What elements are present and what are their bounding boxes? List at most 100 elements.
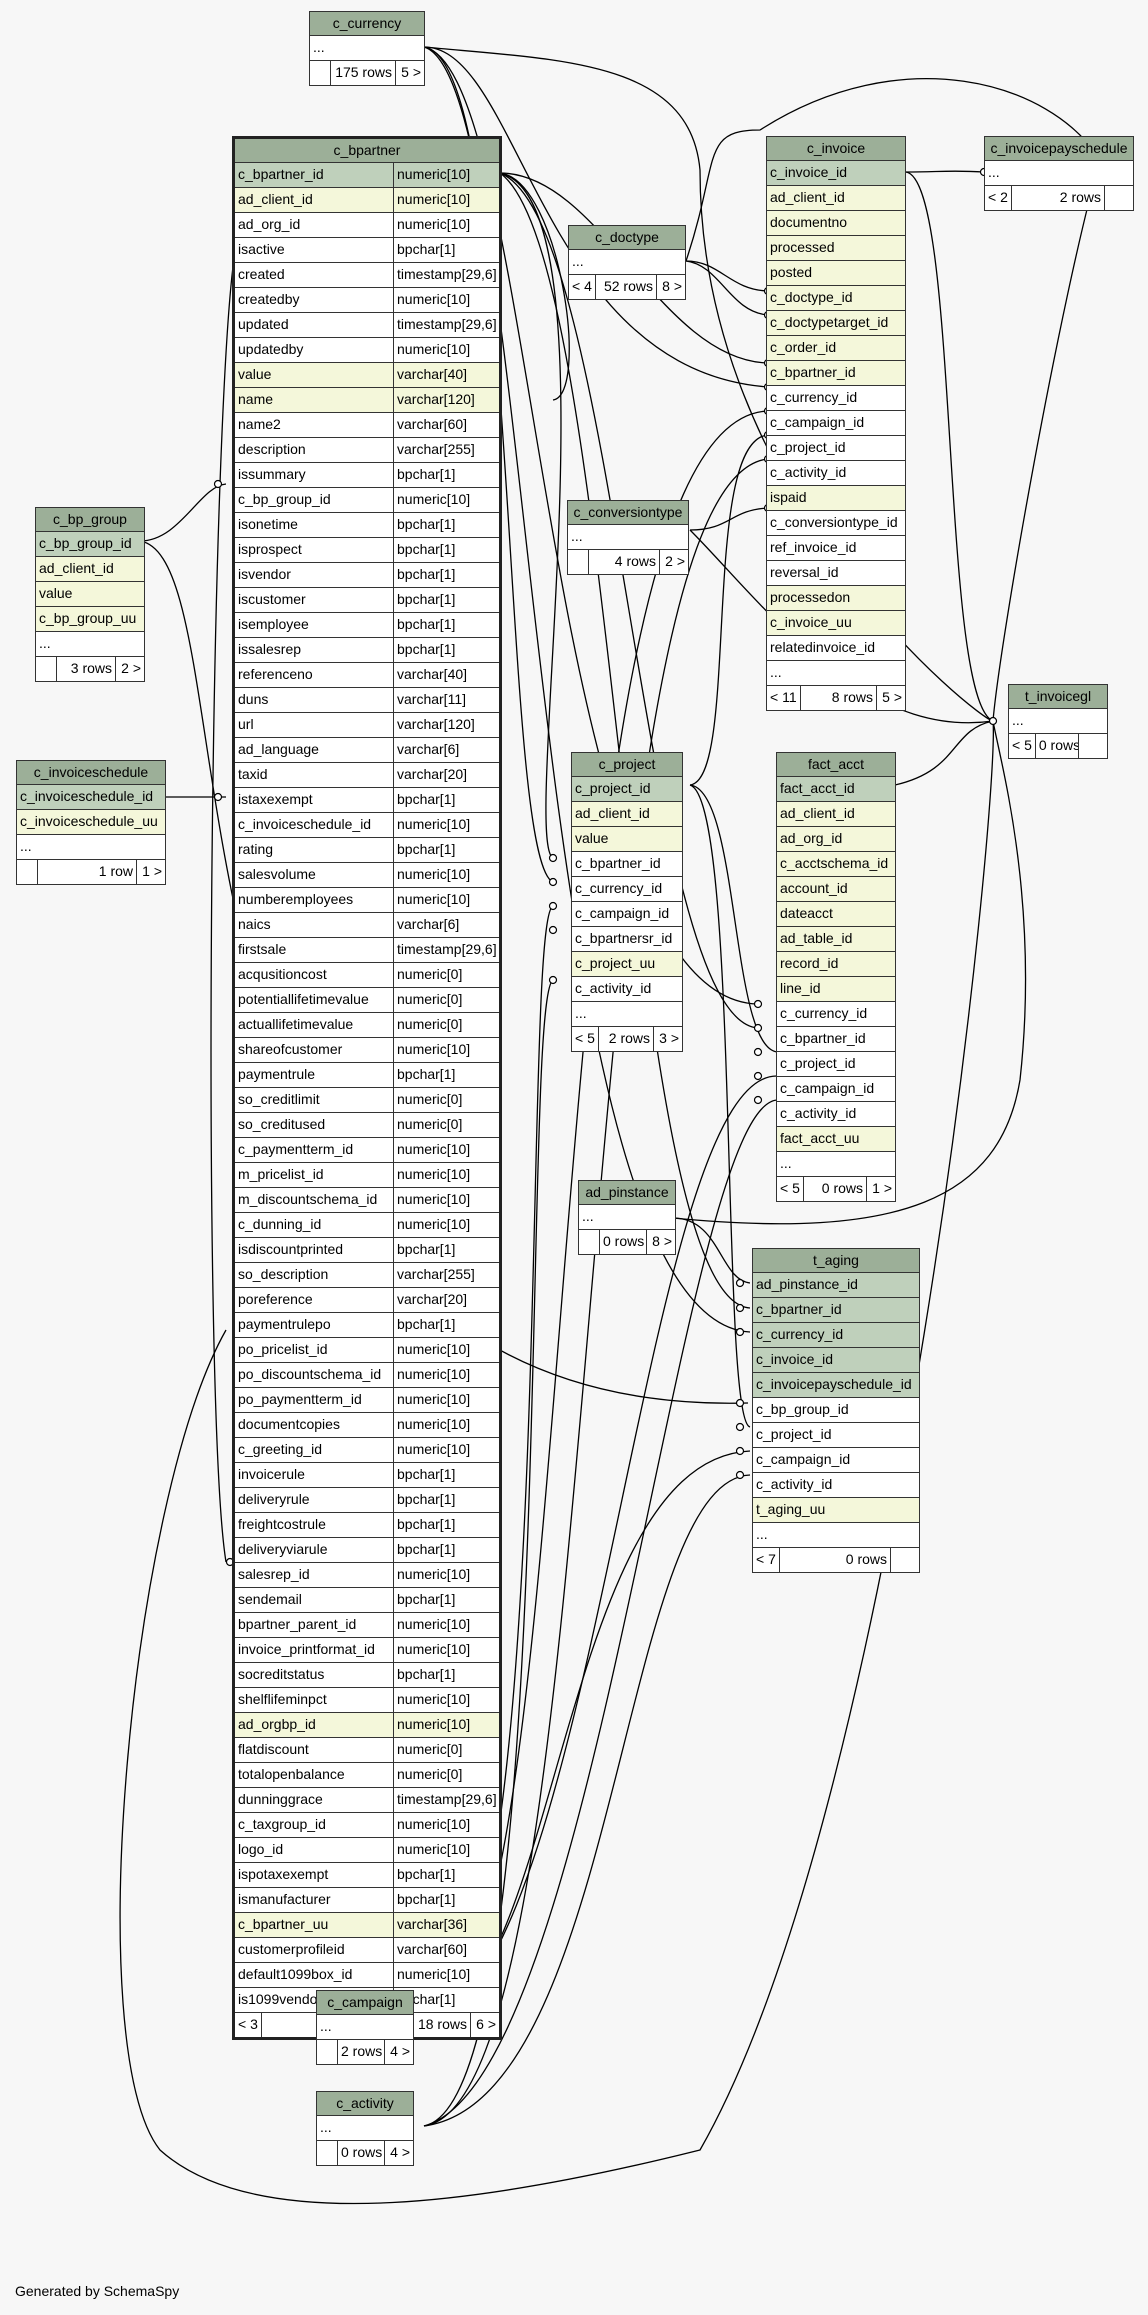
column-type: bpchar[1] [393, 638, 499, 662]
table-header[interactable]: c_activity [317, 2092, 413, 2116]
more-columns-row: ... [17, 835, 165, 860]
table-header[interactable]: c_project [572, 753, 682, 777]
column-type: bpchar[1] [393, 1888, 499, 1912]
column-name: c_campaign_id [780, 1080, 875, 1096]
table-header[interactable]: t_invoicegl [1009, 685, 1107, 709]
column-name: value [238, 366, 272, 382]
table-header[interactable]: c_invoiceschedule [17, 761, 165, 785]
column-name: paymentrulepo [238, 1316, 331, 1332]
row-count: 0 rows [804, 1177, 867, 1201]
column-name: freightcostrule [238, 1516, 326, 1532]
table-header[interactable]: c_bp_group [36, 508, 144, 532]
column-type: bpchar[1] [393, 613, 499, 637]
column-row: c_bpartner_id [753, 1298, 919, 1323]
column-name: ad_client_id [575, 805, 650, 821]
column-name: default1099box_id [238, 1966, 353, 1982]
table-header[interactable]: c_doctype [569, 226, 685, 250]
column-name: paymentrule [238, 1066, 316, 1082]
column-name: description [238, 441, 306, 457]
children-count [891, 1548, 919, 1572]
table-header[interactable]: c_invoicepayschedule [985, 137, 1133, 161]
column-name: potentiallifetimevalue [238, 991, 369, 1007]
table-header[interactable]: c_invoice [767, 137, 905, 161]
row-count: 1 row [38, 860, 137, 884]
column-name: totalopenbalance [238, 1766, 345, 1782]
column-row: c_project_uu [572, 952, 682, 977]
column-row: account_id [777, 877, 895, 902]
column-name: c_greeting_id [238, 1441, 323, 1457]
table-header[interactable]: c_currency [310, 12, 424, 36]
column-row: ref_invoice_id [767, 536, 905, 561]
column-row: relatedinvoice_id [767, 636, 905, 661]
column-name: ismanufacturer [238, 1891, 331, 1907]
column-type: numeric[10] [393, 888, 499, 912]
column-type: bpchar[1] [393, 538, 499, 562]
column-type: bpchar[1] [393, 1663, 499, 1687]
table-header[interactable]: c_campaign [317, 1991, 413, 2015]
column-name: ... [756, 1526, 768, 1542]
column-type: bpchar[1] [393, 1538, 499, 1562]
column-row: value varchar[40] [235, 363, 499, 388]
table-header[interactable]: fact_acct [777, 753, 895, 777]
column-type: varchar[40] [393, 363, 499, 387]
column-name: acqusitioncost [238, 966, 327, 982]
column-name: c_bp_group_id [39, 535, 132, 551]
column-name: c_invoice_id [756, 1351, 834, 1367]
column-name: c_activity_id [756, 1476, 833, 1492]
column-name: c_project_id [575, 780, 651, 796]
column-name: url [238, 716, 254, 732]
column-type: numeric[10] [393, 1188, 499, 1212]
column-type: numeric[10] [393, 1163, 499, 1187]
column-row: c_bpartner_id [572, 852, 682, 877]
column-row: ad_client_id [777, 802, 895, 827]
column-type: bpchar[1] [393, 1463, 499, 1487]
table-header[interactable]: c_bpartner [235, 139, 499, 163]
column-type: varchar[40] [393, 663, 499, 687]
column-name: ... [313, 39, 325, 55]
column-name: ... [780, 1155, 792, 1171]
more-columns-row: ... [753, 1523, 919, 1548]
column-row: c_invoiceschedule_id [17, 785, 165, 810]
column-name: ad_client_id [238, 191, 313, 207]
children-count: 6 > [476, 2016, 496, 2032]
column-row: c_order_id [767, 336, 905, 361]
table-header[interactable]: c_conversiontype [568, 501, 688, 525]
column-row: fact_acct_id [777, 777, 895, 802]
column-name: firstsale [238, 941, 287, 957]
column-name: c_bpartner_id [756, 1301, 842, 1317]
column-type: numeric[0] [393, 1013, 499, 1037]
column-type: numeric[10] [393, 1213, 499, 1237]
table-header[interactable]: ad_pinstance [579, 1181, 675, 1205]
column-name: value [575, 830, 609, 846]
column-name: dunninggrace [238, 1791, 323, 1807]
table-header[interactable]: t_aging [753, 1249, 919, 1273]
